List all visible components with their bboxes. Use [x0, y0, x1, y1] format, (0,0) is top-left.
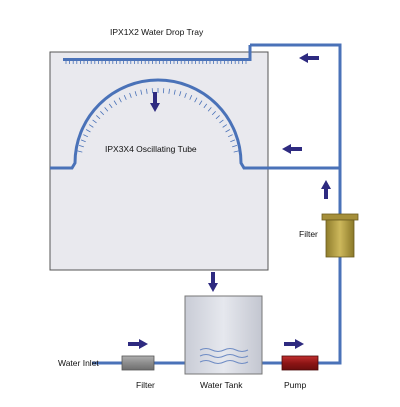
label-water-inlet: Water Inlet	[58, 358, 99, 368]
label-drop-tray: IPX1X2 Water Drop Tray	[110, 27, 204, 37]
test-chamber	[50, 52, 268, 270]
arrow-left-tube-icon	[282, 144, 302, 154]
arrow-right-pump-icon	[284, 339, 304, 349]
label-water-tank: Water Tank	[200, 380, 243, 390]
label-pump: Pump	[284, 380, 306, 390]
filter-right	[322, 214, 358, 257]
filter-bottom	[122, 356, 154, 370]
label-filter-bottom: Filter	[136, 380, 155, 390]
arrow-left-tray-icon	[299, 53, 319, 63]
arrow-down-tank-icon	[208, 272, 218, 292]
arrow-right-inlet-icon	[128, 339, 148, 349]
pump	[282, 356, 318, 370]
label-oscillating-tube: IPX3X4 Oscillating Tube	[105, 144, 197, 154]
label-filter-right: Filter	[299, 229, 318, 239]
arrow-up-filter-icon	[321, 180, 331, 199]
water-drop-tray	[63, 58, 251, 61]
